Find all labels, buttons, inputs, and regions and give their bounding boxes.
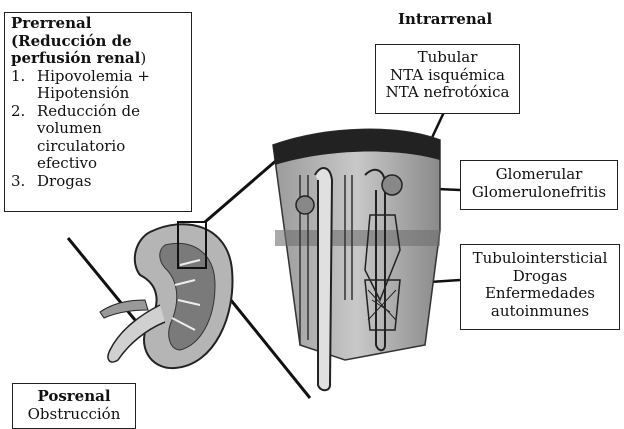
tubular-line-3: NTA nefrotóxica (378, 84, 517, 102)
prerrenal-item-1-num: 1. (11, 68, 37, 103)
tubulointersticial-line-1: Tubulointersticial (463, 250, 617, 268)
prerrenal-item-3: 3. Drogas (11, 173, 185, 191)
prerrenal-item-1: 1. Hipovolemia + Hipotensión (11, 68, 185, 103)
tubular-box: Tubular NTA isquémica NTA nefrotóxica (375, 44, 520, 114)
prerrenal-item-2-text: Reducción de volumen circulatorio efecti… (37, 103, 185, 173)
prerrenal-box: Prerrenal (Reducción de perfusión renal)… (4, 12, 192, 212)
prerrenal-item-2: 2. Reducción de volumen circulatorio efe… (11, 103, 185, 173)
tubulointersticial-line-2: Drogas (463, 268, 617, 286)
prerrenal-item-3-num: 3. (11, 173, 37, 191)
posrenal-text: Obstrucción (15, 406, 133, 424)
prerrenal-title-2: (Reducción de (11, 33, 185, 51)
tubulointersticial-line-4: autoinmunes (463, 303, 617, 321)
intrarrenal-title: Intrarrenal (398, 10, 492, 28)
tubulointersticial-box: Tubulointersticial Drogas Enfermedades a… (460, 244, 620, 330)
kidney-shape (100, 222, 232, 368)
glomerular-line-2: Glomerulonefritis (463, 184, 615, 202)
prerrenal-title-3-wrap: perfusión renal) (11, 50, 185, 68)
prerrenal-item-1-text: Hipovolemia + Hipotensión (37, 68, 185, 103)
posrenal-box: Posrenal Obstrucción (12, 383, 136, 429)
tubular-line-1: Tubular (378, 49, 517, 67)
prerrenal-title-3: perfusión renal (11, 49, 140, 67)
prerrenal-item-3-text: Drogas (37, 173, 185, 191)
prerrenal-item-2-num: 2. (11, 103, 37, 173)
glomerular-box: Glomerular Glomerulonefritis (460, 160, 618, 210)
nephron-block (273, 129, 440, 390)
prerrenal-title-1: Prerrenal (11, 15, 185, 33)
posrenal-title: Posrenal (15, 388, 133, 406)
glomerular-line-1: Glomerular (463, 166, 615, 184)
prerrenal-title-paren: ) (140, 49, 146, 67)
tubulointersticial-line-3: Enfermedades (463, 285, 617, 303)
tubular-line-2: NTA isquémica (378, 67, 517, 85)
